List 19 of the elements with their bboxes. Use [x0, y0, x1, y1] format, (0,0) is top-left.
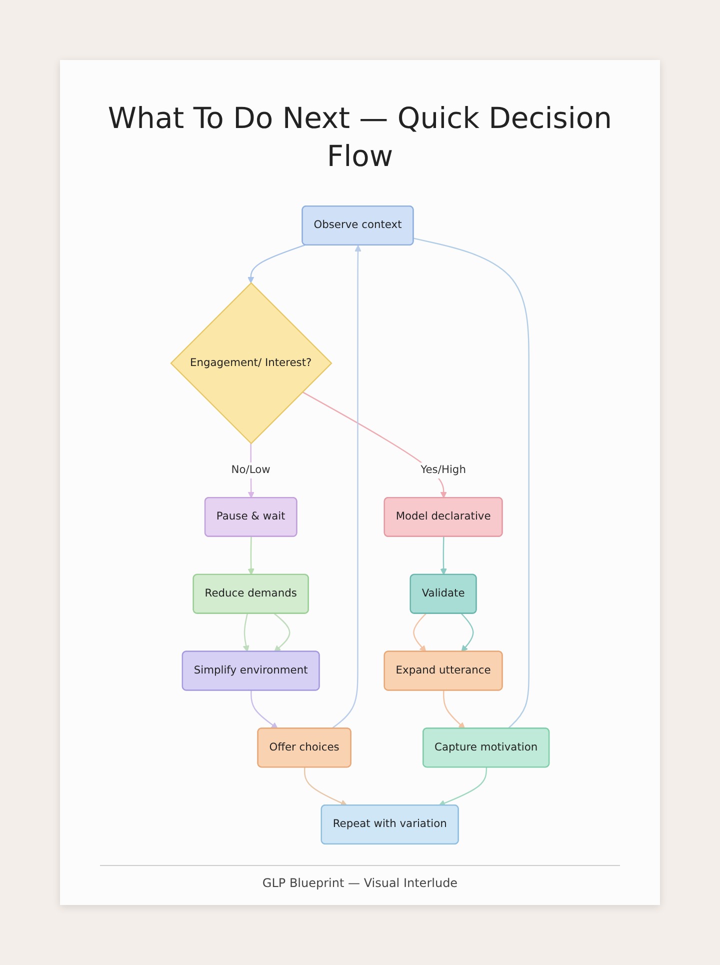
arrow	[248, 536, 254, 576]
arrow	[302, 391, 447, 498]
arrow	[304, 767, 348, 806]
caption: GLP Blueprint — Visual Interlude	[100, 865, 620, 890]
node-diamond: Engagement/ Interest?	[170, 282, 332, 444]
arrow	[331, 245, 362, 730]
arrow	[461, 613, 474, 652]
arrow	[250, 690, 278, 729]
title: What To Do Next — Quick Decision Flow	[106, 100, 614, 175]
arrow	[413, 613, 426, 652]
arrow	[248, 244, 306, 284]
edge-label: Yes/High	[420, 464, 466, 476]
arrow	[242, 614, 250, 652]
edge-label: No/Low	[231, 464, 270, 476]
arrow	[438, 767, 488, 806]
connector	[413, 238, 530, 730]
arrow	[274, 613, 290, 652]
arrow	[440, 536, 447, 576]
arrow	[443, 690, 466, 729]
